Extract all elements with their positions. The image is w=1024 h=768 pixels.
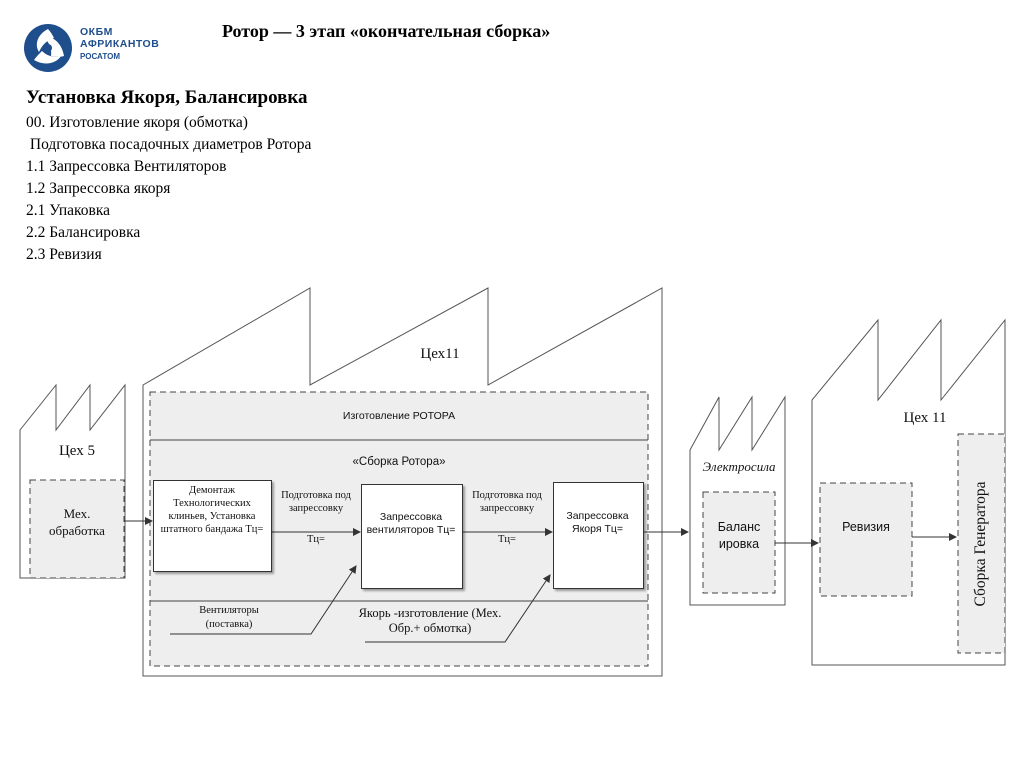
armature-press-label: Запрессовка Якоря Тц= [566, 510, 629, 535]
page-title: Ротор — 3 этап «окончательная сборка» [222, 21, 551, 41]
logo-line-2: АФРИКАНТОВ [80, 38, 160, 50]
workshop5-box-label: Мех. обработка [49, 506, 105, 538]
workshop5-label: Цех 5 [58, 443, 96, 459]
dismantle-label: Демонтаж Технологических клиньев, Устано… [160, 485, 264, 535]
logo-line-3: РОСАТОМ [80, 52, 120, 61]
logo-line-1: ОКБМ [80, 26, 113, 38]
logo-text: ОКБМ АФРИКАНТОВ РОСАТОМ [80, 26, 159, 63]
assembly-label: «Сборка Ротора» [352, 456, 446, 468]
prep2-label: Подготовка под запрессовку [472, 490, 542, 514]
step-item: 2.2 Балансировка [26, 224, 141, 241]
dismantle-box [153, 480, 272, 572]
step-item: 1.1 Запрессовка Вентиляторов [26, 158, 227, 175]
rotor-band-label: Изготовление РОТОРА [342, 410, 456, 422]
generator-label: Сборка Генератора [972, 481, 989, 607]
balance-label: Баланс ировка [717, 520, 761, 551]
generator-box [957, 433, 1006, 654]
section-title: Установка Якоря, Балансировка [26, 87, 308, 108]
fans-press-label: Запрессовка вентиляторов Тц= [366, 511, 456, 536]
prep1-label: Подготовка под запрессовку [281, 490, 351, 514]
steps-list: 00. Изготовление якоря (обмотка) Подгото… [26, 112, 311, 266]
prep2-tc-label: Тц= [498, 534, 516, 545]
step-item: 00. Изготовление якоря (обмотка) [26, 114, 248, 131]
workshop5-box [29, 479, 125, 579]
step-item: 1.2 Запрессовка якоря [26, 180, 171, 197]
revision-box [819, 482, 913, 597]
step-item: Подготовка посадочных диаметров Ротора [26, 136, 312, 153]
prep1-tc-label: Тц= [307, 534, 325, 545]
step-item: 2.3 Ревизия [26, 246, 102, 263]
step-item: 2.1 Упаковка [26, 202, 111, 219]
fans-press-box [361, 484, 463, 589]
revision-label: Ревизия [842, 520, 890, 534]
company-logo [22, 20, 182, 76]
workshop11b-label: Цех 11 [903, 410, 947, 426]
rosatom-atom-icon [24, 24, 72, 72]
elektrosila-label: Электросила [702, 459, 776, 474]
elektrosila-box [702, 491, 776, 594]
armature-make-label: Якорь -изготовление (Мех. Обр.+ обмотка) [358, 606, 502, 635]
fans-supply-label: Вентиляторы (поставка) [199, 605, 259, 630]
workshop11-label: Цех11 [420, 346, 460, 362]
armature-press-box [553, 482, 644, 589]
